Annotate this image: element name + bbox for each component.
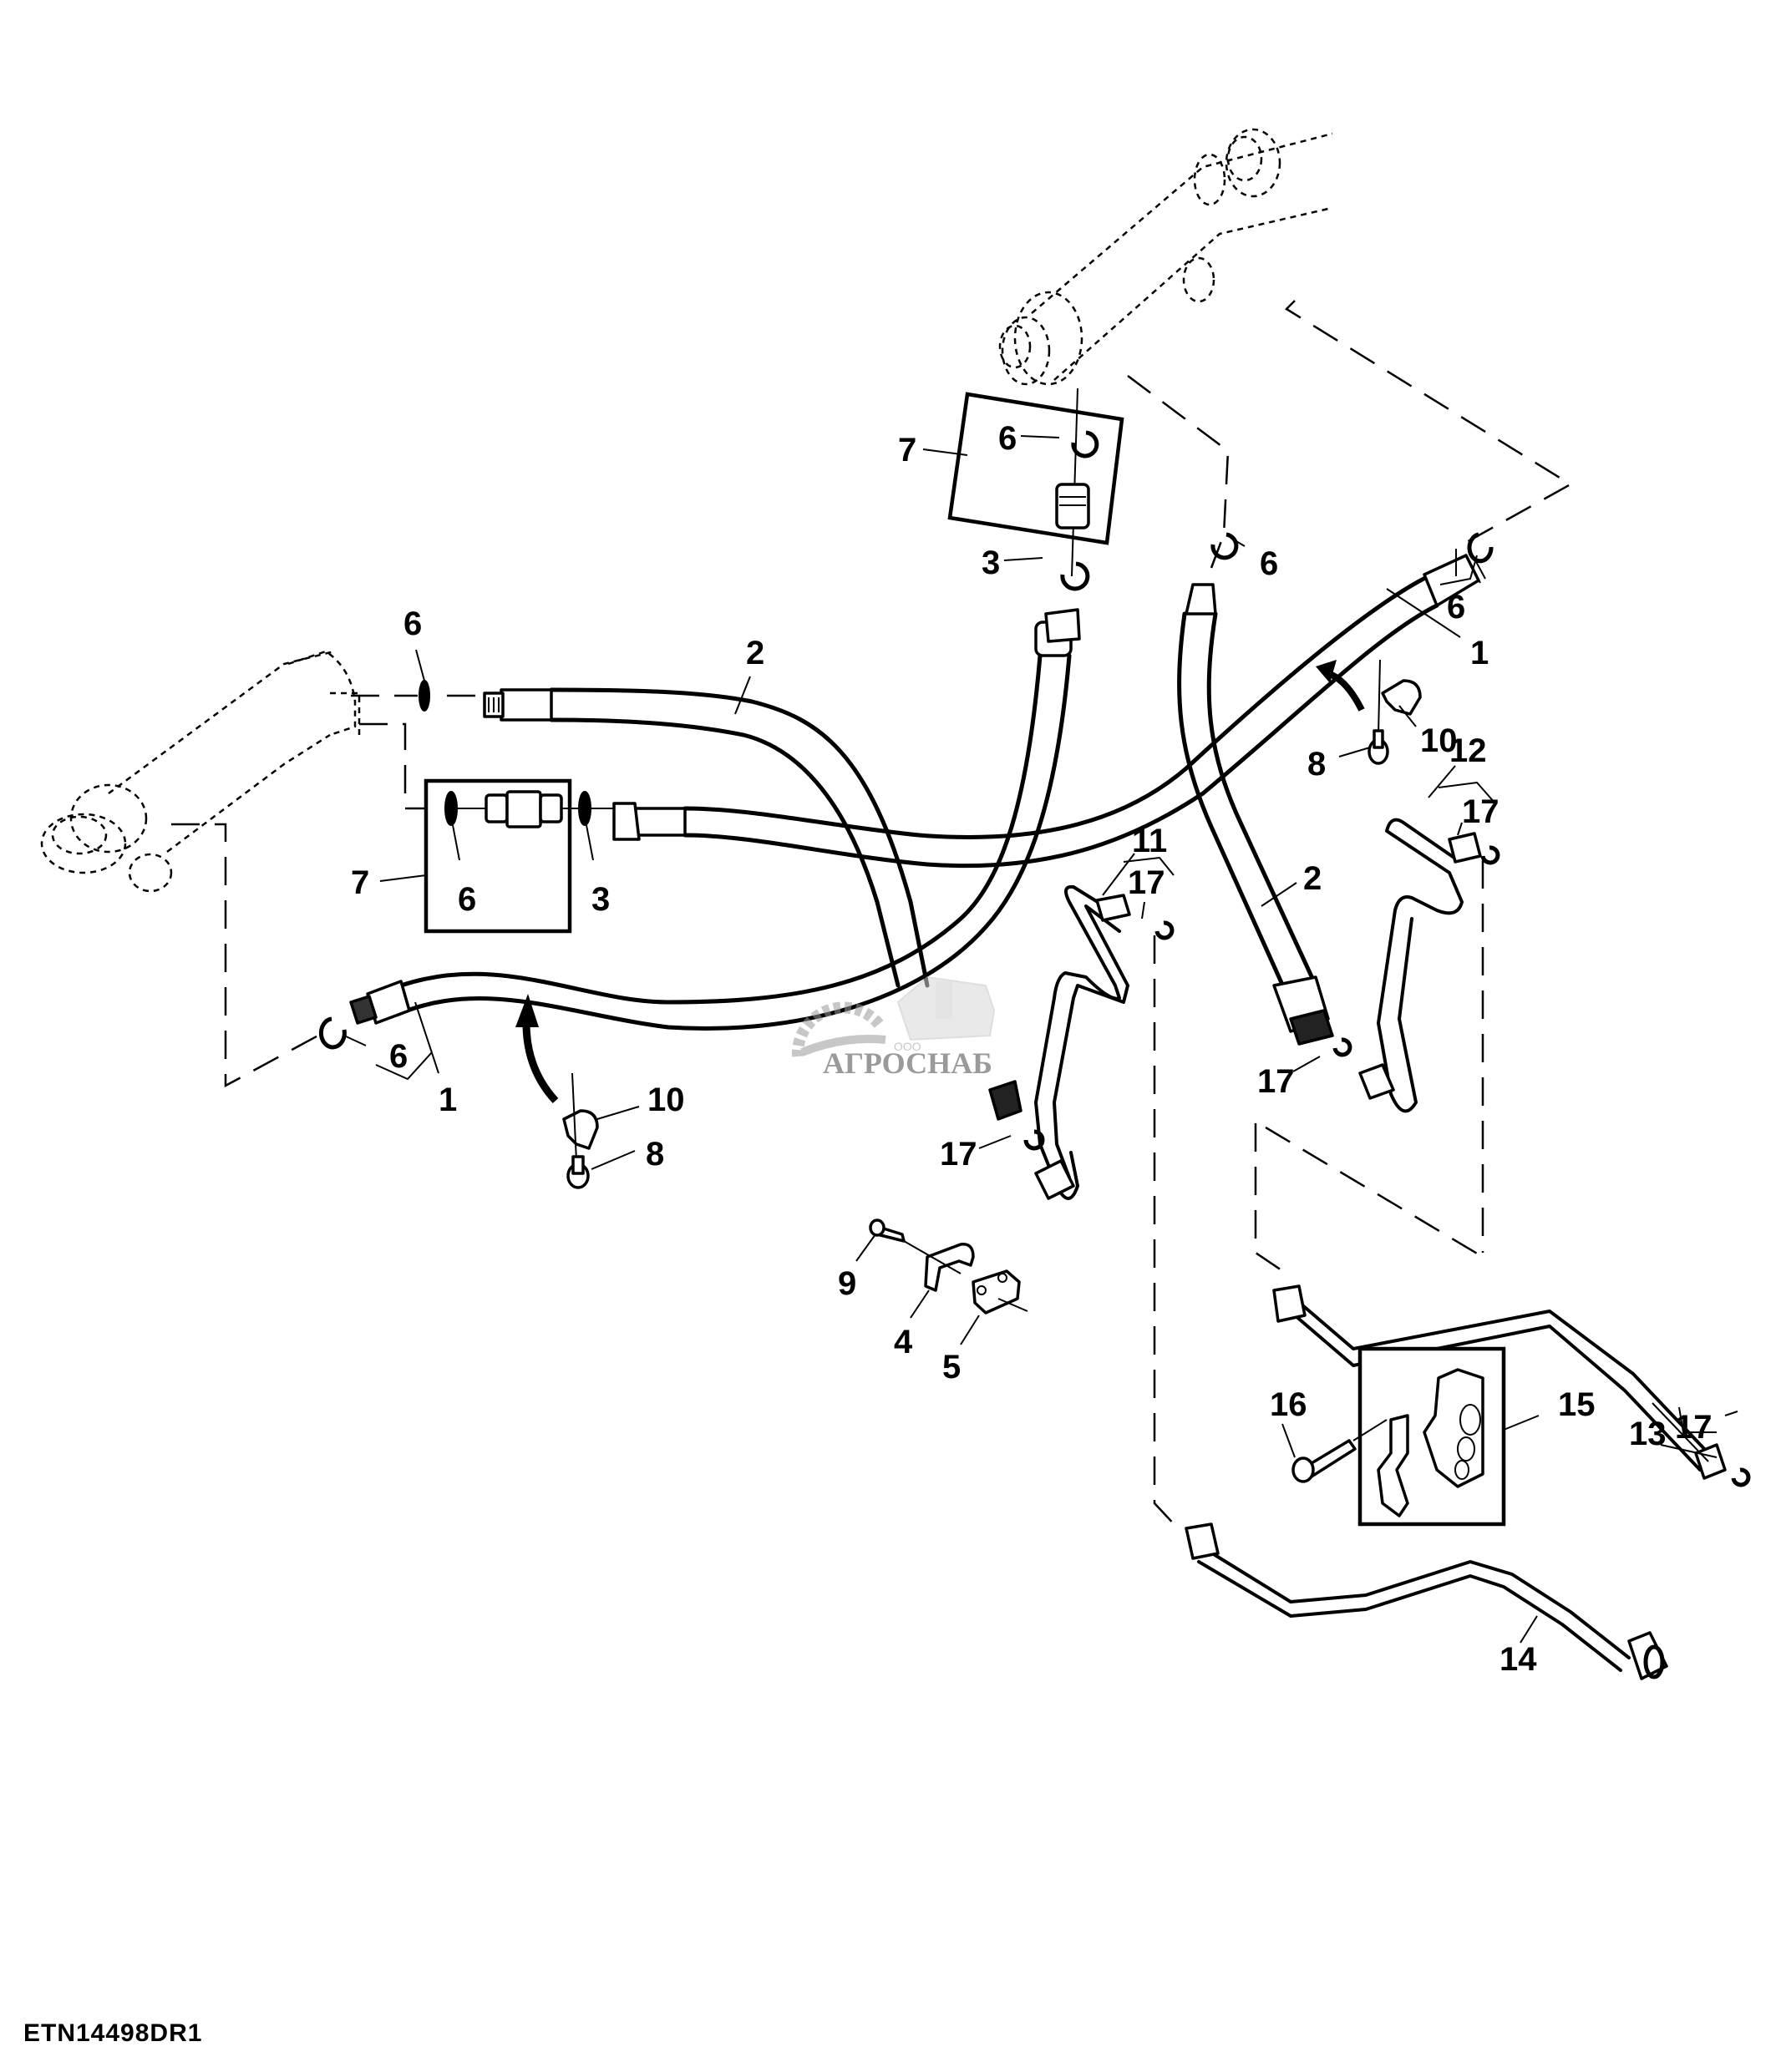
callout-6: 6 <box>1447 589 1465 626</box>
callout-1: 1 <box>439 1082 457 1118</box>
watermark-name: АГРОСНАБ <box>823 1046 992 1080</box>
clamp-10-right <box>1378 659 1422 736</box>
callout-3: 3 <box>591 881 610 918</box>
bolt-8-left <box>566 1155 590 1189</box>
clamp-10-left <box>562 1072 599 1162</box>
adapter-kit-box-left <box>419 680 614 934</box>
callout-10: 10 <box>647 1082 685 1118</box>
left-cylinder-phantom <box>40 650 361 893</box>
o-ring-6-upper-right <box>1467 532 1494 564</box>
callout-6: 6 <box>998 420 1017 457</box>
tube-11 <box>988 884 1175 1200</box>
callout-8: 8 <box>646 1136 664 1173</box>
callout-3: 3 <box>982 545 1000 581</box>
upper-cylinder-phantom <box>998 128 1333 386</box>
bolt-16 <box>1291 1419 1388 1483</box>
callout-17: 17 <box>1462 793 1499 830</box>
callout-13: 13 <box>1629 1416 1667 1452</box>
callout-12: 12 <box>1449 732 1487 769</box>
o-ring-6-lower-left <box>318 1016 347 1050</box>
leader-lines <box>343 435 1738 1644</box>
tube-12 <box>1332 818 1500 1113</box>
bolt-8-right <box>1368 729 1389 765</box>
callout-1: 1 <box>1470 635 1489 671</box>
callout-17: 17 <box>1675 1409 1713 1446</box>
callout-17: 17 <box>1257 1063 1295 1100</box>
callout-6: 6 <box>458 881 476 918</box>
arrow-left <box>515 994 559 1104</box>
callout-15: 15 <box>1558 1386 1596 1423</box>
callout-11: 11 <box>1132 823 1167 859</box>
tube-14 <box>1185 1522 1668 1680</box>
callout-2: 2 <box>1303 860 1322 897</box>
callout-5: 5 <box>942 1349 961 1386</box>
callout-9: 9 <box>838 1265 856 1302</box>
hose-1-upper <box>612 554 1486 869</box>
hose-2-upper <box>483 687 930 988</box>
watermark-logo: ООО <box>791 975 996 1057</box>
callout-labels: 7 6 3 6 6 1 2 6 7 6 3 6 1 10 8 10 8 12 1… <box>351 420 1713 1678</box>
callout-6: 6 <box>1260 545 1278 582</box>
callout-4: 4 <box>894 1324 913 1360</box>
clamp-parts-4-5-9 <box>869 1218 1028 1315</box>
callout-17: 17 <box>940 1136 977 1173</box>
arrow-right <box>1316 660 1365 712</box>
assembly-dash-lines <box>171 300 1573 1529</box>
adapter-kit-box-upper <box>947 388 1124 643</box>
callout-8: 8 <box>1307 746 1326 783</box>
callout-10: 10 <box>1420 722 1458 759</box>
callout-2: 2 <box>746 635 764 671</box>
figure-id-label: ETN14498DR1 <box>23 2019 203 2047</box>
tube-13 <box>1272 1284 1751 1487</box>
o-ring-6-upper-mid <box>1210 532 1239 560</box>
callout-7: 7 <box>898 432 916 469</box>
watermark-prefix: ООО <box>894 1040 921 1053</box>
hose-2-right <box>1177 583 1334 1046</box>
callout-16: 16 <box>1270 1386 1307 1423</box>
callout-14: 14 <box>1499 1641 1537 1678</box>
callout-17: 17 <box>1128 864 1165 901</box>
callout-6: 6 <box>389 1038 408 1075</box>
clamp-kit-box <box>1357 1346 1506 1527</box>
callout-6: 6 <box>403 605 422 642</box>
callout-7: 7 <box>351 864 369 901</box>
